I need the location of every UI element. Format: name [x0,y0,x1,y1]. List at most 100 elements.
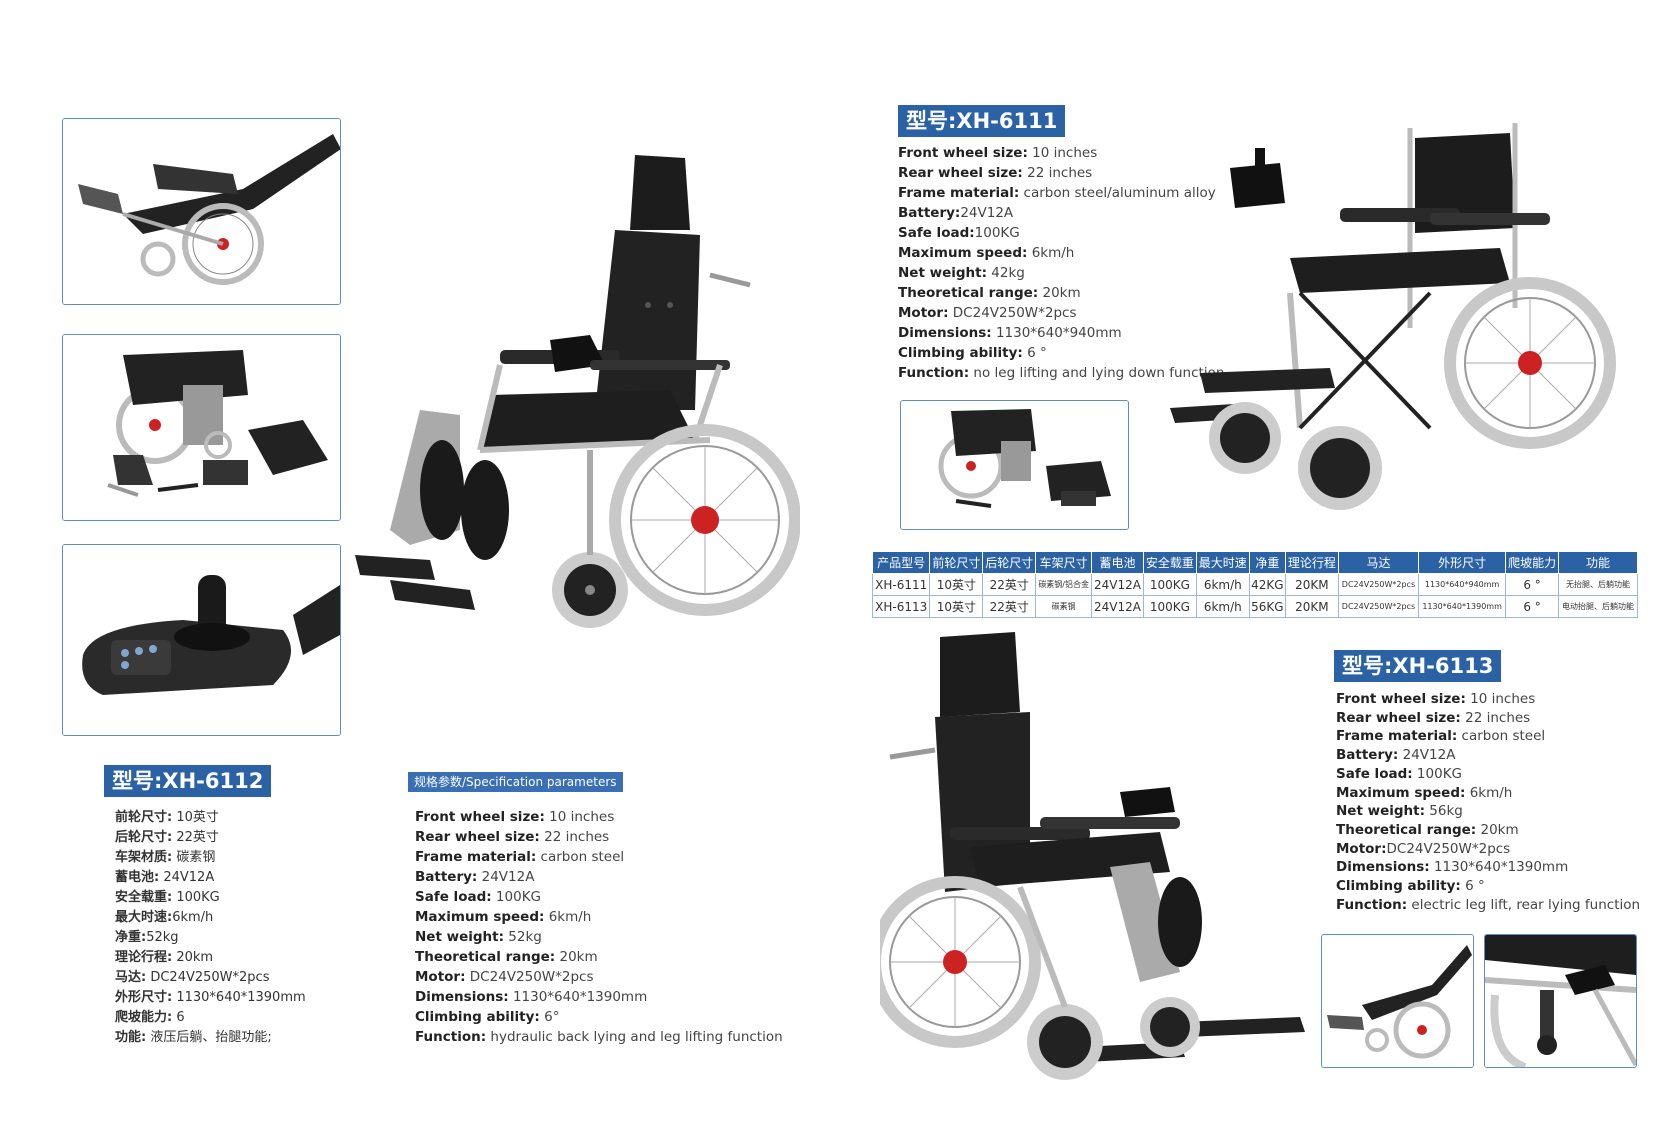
spec-value: 52kg [504,929,542,945]
table-cell: 6km/h [1195,573,1250,596]
spec-row: 功能: 液压后躺、抬腿功能; [115,1028,306,1048]
main-wheelchair-xh6112 [350,150,801,670]
spec-value: 6km/h [1027,245,1075,261]
table-header-row: 产品型号前轮尺寸后轮尺寸车架尺寸蓄电池安全载重最大时速净重理论行程马达外形尺寸爬… [871,551,1638,574]
table-cell: 24V12A [1091,573,1144,596]
spec-row: Net weight: 42kg [898,263,1224,283]
spec-key: Net weight: [898,265,987,281]
spec-row: Motor: DC24V250W*2pcs [898,303,1224,323]
spec-key: Motor: [1336,840,1387,857]
spec-value: 10 inches [1027,145,1098,161]
table-cell: 1130*640*940mm [1418,573,1507,596]
spec-key: 爬坡能力: [115,1010,173,1025]
folded-wheelchair-xh6111-image [901,401,1128,529]
spec-row: Dimensions: 1130*640*1390mm [1336,858,1640,877]
spec-value: 10 inches [544,809,615,825]
spec-key: Dimensions: [415,989,509,1005]
spec-key: Maximum speed: [415,909,545,925]
thumbnail-folded-chair [62,334,341,521]
spec-key: Battery: [415,869,478,885]
spec-value: 6km/h [1465,784,1513,801]
wheelchair-xh6113-image [869,632,1305,1080]
spec-value: 10 inches [1465,691,1536,707]
spec-key: 马达: [115,970,147,985]
spec-row: Dimensions: 1130*640*940mm [898,323,1224,343]
table-header-cell: 产品型号 [871,551,931,574]
spec-row: Frame material: carbon steel [415,847,783,867]
table-header-cell: 净重 [1248,551,1286,574]
spec-row: Climbing ability: 6 ° [1336,877,1640,896]
table-header-cell: 外形尺寸 [1418,551,1507,574]
spec-value: DC24V250W*2pcs [1386,840,1511,857]
thumbnail-detail-xh6113 [1484,934,1637,1068]
table-header-cell: 后轮尺寸 [982,551,1037,574]
spec-value: 20km [555,949,598,965]
spec-key: Climbing ability: [1336,878,1461,895]
spec-value: 56kg [1425,803,1463,820]
spec-row: Front wheel size: 10 inches [898,143,1224,163]
spec-section-label: 规格参数/Specification parameters [408,772,623,792]
joystick-controller-image [63,545,340,735]
spec-key: Net weight: [415,929,504,945]
table-header-cell: 车架尺寸 [1035,551,1093,574]
spec-row: 爬坡能力: 6 [115,1008,306,1028]
spec-key: Safe load: [415,889,492,905]
table-header-cell: 功能 [1558,551,1638,574]
wheelchair-xh6112-image [355,155,801,628]
spec-row: Safe load:100KG [898,223,1224,243]
table-cell: 电动抬腿、后躺功能 [1558,595,1638,618]
spec-key: Frame material: [415,849,537,865]
spec-row: Frame material: carbon steel [1336,727,1640,746]
spec-key: 净重: [115,930,147,945]
table-cell: 100KG [1142,595,1197,618]
spec-value: 1130*640*1390mm [172,990,306,1005]
spec-row: 外形尺寸: 1130*640*1390mm [115,988,306,1008]
table-cell: XH-6113 [871,595,931,618]
spec-row: Dimensions: 1130*640*1390mm [415,987,783,1007]
spec-key: Function: [898,365,970,381]
table-cell: DC24V250W*2pcs [1337,573,1420,596]
table-cell: 1130*640*1390mm [1418,595,1507,618]
spec-value: 100KG [491,889,542,905]
spec-value: 6° [539,1009,560,1025]
spec-key: Theoretical range: [415,949,556,965]
spec-row: Theoretical range: 20km [415,947,783,967]
spec-key: Theoretical range: [898,285,1039,301]
spec-key: Rear wheel size: [1336,709,1461,726]
spec-row: Rear wheel size: 22 inches [898,163,1224,183]
spec-value: 6km/h [544,909,592,925]
spec-value: 1130*640*940mm [991,325,1122,341]
thumbnail-reclined-chair [62,118,341,305]
spec-value: DC24V250W*2pcs [948,305,1077,321]
spec-row: Battery: 24V12A [1336,746,1640,765]
spec-row: Motor: DC24V250W*2pcs [415,967,783,987]
spec-value: 24V12A [477,869,535,885]
spec-value: carbon steel [536,849,625,865]
spec-row: Safe load: 100KG [415,887,783,907]
spec-value: 6km/h [172,910,214,925]
spec-row: Battery: 24V12A [415,867,783,887]
spec-value: 液压后躺、抬腿功能; [146,1030,272,1045]
spec-key: Function: [1336,896,1408,913]
spec-key: Battery: [1336,747,1399,764]
table-header-cell: 爬坡能力 [1505,551,1560,574]
spec-key: Net weight: [1336,803,1425,820]
spec-row: Rear wheel size: 22 inches [1336,709,1640,728]
table-cell: DC24V250W*2pcs [1337,595,1420,618]
spec-key: Rear wheel size: [898,165,1023,181]
spec-value: 22 inches [1460,709,1531,726]
spec-key: Front wheel size: [898,145,1028,161]
spec-key: Motor: [898,305,949,321]
table-cell: 6 ° [1505,573,1560,596]
spec-row: Front wheel size: 10 inches [1336,690,1640,709]
spec-key: Climbing ability: [415,1009,540,1025]
spec-key: Frame material: [1336,728,1458,745]
spec-value: 1130*640*1390mm [1429,859,1569,876]
spec-key: 后轮尺寸: [115,830,173,845]
spec-row: 净重:52kg [115,928,306,948]
comparison-table: 产品型号前轮尺寸后轮尺寸车架尺寸蓄电池安全载重最大时速净重理论行程马达外形尺寸爬… [871,551,1638,618]
table-cell: 碳素钢/铝合金 [1035,573,1093,596]
